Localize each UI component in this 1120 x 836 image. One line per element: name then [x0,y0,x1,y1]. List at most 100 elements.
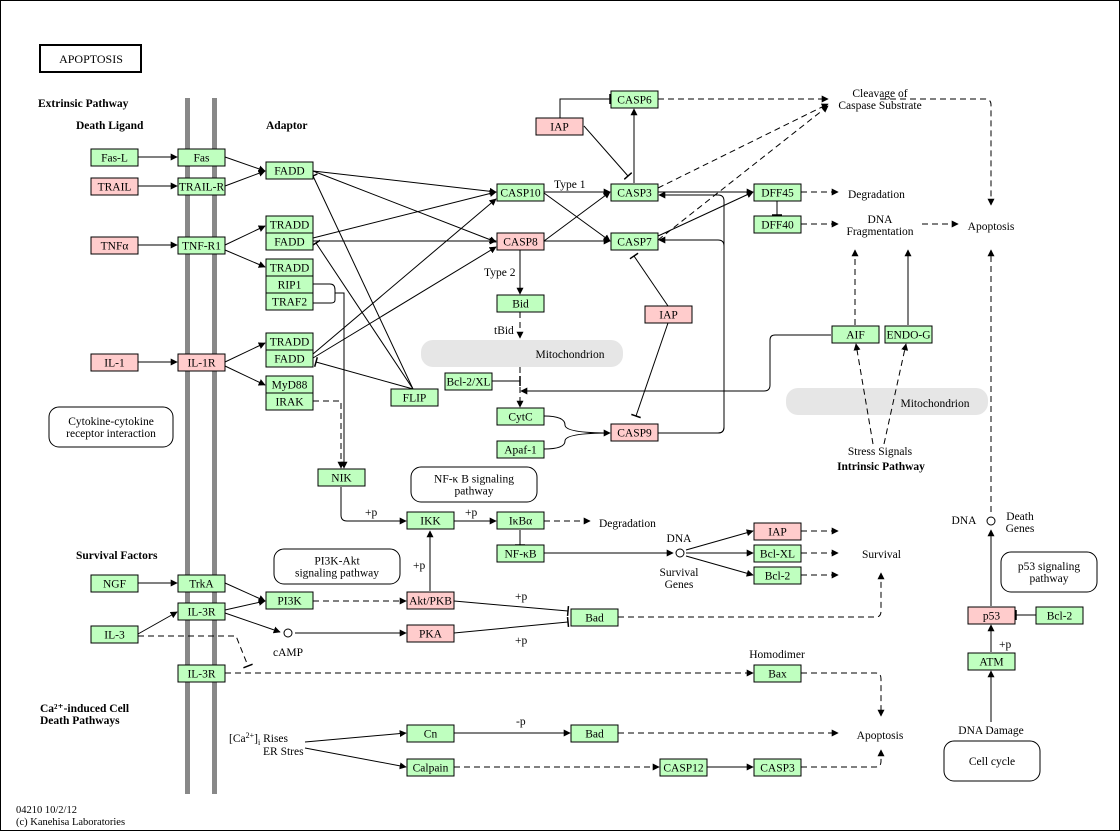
svg-text:signaling pathway: signaling pathway [295,568,379,580]
camp-node [283,628,293,638]
gene-bid[interactable]: Bid [496,294,545,313]
gene-fadd2[interactable]: FADD [265,232,314,251]
gene-tnfr1[interactable]: TNF-R1 [177,236,226,255]
gene-traf2[interactable]: TRAF2 [265,292,314,311]
gene-casp10[interactable]: CASP10 [496,183,545,202]
relation-curve [618,572,885,618]
gene-ikba[interactable]: IκBα [496,511,545,530]
phospho-label: +p [365,507,377,519]
dna-fragmentation-label: Fragmentation [846,226,913,238]
gene-rip1[interactable]: RIP1 [265,275,314,294]
relation-edge [224,225,266,246]
svg-text:pathway: pathway [1030,573,1069,585]
dna-damage-label: DNA Damage [958,725,1023,737]
gene-bcl2_p53[interactable]: Bcl-2 [1035,606,1084,625]
relation-edge [224,582,266,602]
gene-il1r[interactable]: IL-1R [177,353,226,372]
svg-text:IL-1: IL-1 [104,358,125,370]
gene-il3r1[interactable]: IL-3R [177,602,226,621]
gene-il3r2[interactable]: IL-3R [177,664,226,683]
relation-edge [224,598,266,611]
gene-bad1[interactable]: Bad [570,608,619,627]
svg-text:CASP7: CASP7 [617,237,652,249]
map-id-footer: 04210 10/2/12 [16,805,77,816]
gene-bclxl[interactable]: Bcl-XL [753,544,802,563]
svg-text:TRADD: TRADD [270,263,310,275]
gene-nik[interactable]: NIK [317,468,366,487]
gene-calpain[interactable]: Calpain [406,758,455,777]
gene-casp3[interactable]: CASP3 [610,183,659,202]
svg-text:NF-κB: NF-κB [505,549,537,561]
er-stress-label: ER Stres [263,746,304,758]
gene-bcl2_surv[interactable]: Bcl-2 [753,566,802,585]
gene-endog[interactable]: ENDO-G [884,325,933,344]
gene-p53[interactable]: p53 [967,606,1016,625]
gene-trailr[interactable]: TRAIL-R [177,177,226,196]
gene-tradd3[interactable]: TRADD [265,332,314,351]
gene-apaf1[interactable]: Apaf-1 [496,440,545,459]
gene-bax[interactable]: Bax [753,664,802,683]
gene-tradd2[interactable]: TRADD [265,258,314,277]
gene-aif[interactable]: AIF [831,325,880,344]
svg-text:DFF40: DFF40 [761,220,794,232]
gene-il1[interactable]: IL-1 [90,353,139,372]
gene-tradd1[interactable]: TRADD [265,215,314,234]
gene-aktpkb[interactable]: Akt/PKB [406,591,455,610]
gene-casp7[interactable]: CASP7 [610,232,659,251]
svg-text:IL-3R: IL-3R [187,669,215,681]
camp-label: cAMP [273,647,303,659]
caspase-substrate-label: Cleavage of [852,88,907,100]
relation-curve [880,98,995,206]
relation-curve [313,283,336,304]
relation-edge [312,190,497,239]
gene-trail[interactable]: TRAIL [90,177,139,196]
gene-dff45[interactable]: DFF45 [753,183,802,202]
gene-fasl[interactable]: Fas-L [90,148,139,167]
svg-text:CASP10: CASP10 [500,188,541,200]
gene-ngf[interactable]: NGF [90,574,139,593]
relation-curve [801,672,885,717]
gene-casp8[interactable]: CASP8 [496,232,545,251]
gene-fas[interactable]: Fas [177,148,226,167]
gene-bcl2xl_mito[interactable]: Bcl-2/XL [444,372,493,391]
gene-fadd1[interactable]: FADD [265,161,314,180]
gene-tnfa[interactable]: TNFα [90,236,139,255]
gene-casp6[interactable]: CASP6 [610,90,659,109]
svg-text:CASP8: CASP8 [503,237,538,249]
gene-pka[interactable]: PKA [406,624,455,643]
gene-iap_mid[interactable]: IAP [644,305,693,324]
dna-survival-label: DNA [667,533,693,545]
gene-dff40[interactable]: DFF40 [753,215,802,234]
gene-casp9[interactable]: CASP9 [610,423,659,442]
gene-pi3k[interactable]: PI3K [265,591,314,610]
gene-nfkb[interactable]: NF-κB [496,544,545,563]
gene-casp12[interactable]: CASP12 [659,758,708,777]
relation-edge [138,635,253,669]
type1-label: Type 1 [554,179,586,191]
gene-cytc[interactable]: CytC [496,407,545,426]
gene-trka[interactable]: TrkA [177,574,226,593]
gene-myd88[interactable]: MyD88 [265,375,314,394]
svg-text:Fas-L: Fas-L [101,153,128,165]
gene-irak[interactable]: IRAK [265,392,314,411]
gene-iap_surv[interactable]: IAP [753,522,802,541]
relation-curve [801,749,885,768]
gene-casp3b[interactable]: CASP3 [753,758,802,777]
gene-fadd3[interactable]: FADD [265,349,314,368]
gene-cn[interactable]: Cn [406,724,455,743]
gene-atm[interactable]: ATM [967,652,1016,671]
gene-ikk[interactable]: IKK [406,511,455,530]
svg-text:NIK: NIK [331,473,352,485]
pathway-link-cell-cycle[interactable]: Cell cycle [943,740,1041,782]
gene-flip[interactable]: FLIP [390,388,439,407]
gene-bad2[interactable]: Bad [570,724,619,743]
svg-text:IκBα: IκBα [509,516,532,528]
gene-iap_top[interactable]: IAP [535,117,584,136]
gene-il3[interactable]: IL-3 [90,625,139,644]
svg-text:Bcl-2: Bcl-2 [1047,611,1073,623]
